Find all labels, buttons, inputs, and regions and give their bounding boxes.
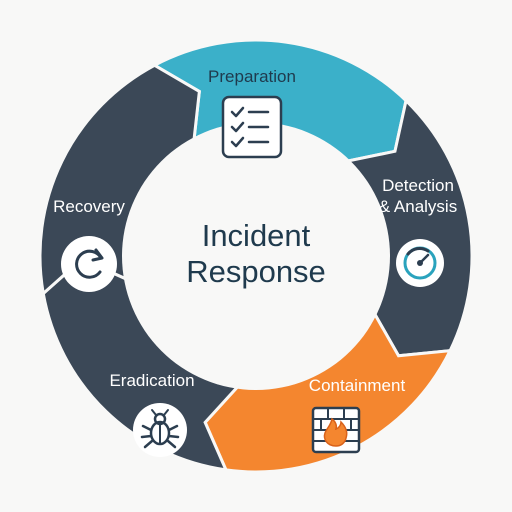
phase-label-recovery: Recovery <box>53 197 125 216</box>
ring <box>38 38 474 474</box>
checklist-icon <box>221 95 283 159</box>
phase-label-detection-line1: Detection <box>382 176 454 195</box>
phase-label-eradication: Eradication <box>109 371 194 390</box>
firewall-icon <box>311 406 361 454</box>
diagram-title-line2: Response <box>186 254 326 289</box>
center-circle <box>122 122 390 390</box>
phase-label-preparation: Preparation <box>208 67 296 86</box>
diagram-title-line1: Incident <box>202 218 311 253</box>
phase-label-detection-line2: & Analysis <box>379 197 457 216</box>
refresh-icon <box>61 236 117 292</box>
phase-label-containment: Containment <box>309 376 406 395</box>
gauge-icon <box>396 239 444 287</box>
bug-icon <box>133 403 187 457</box>
